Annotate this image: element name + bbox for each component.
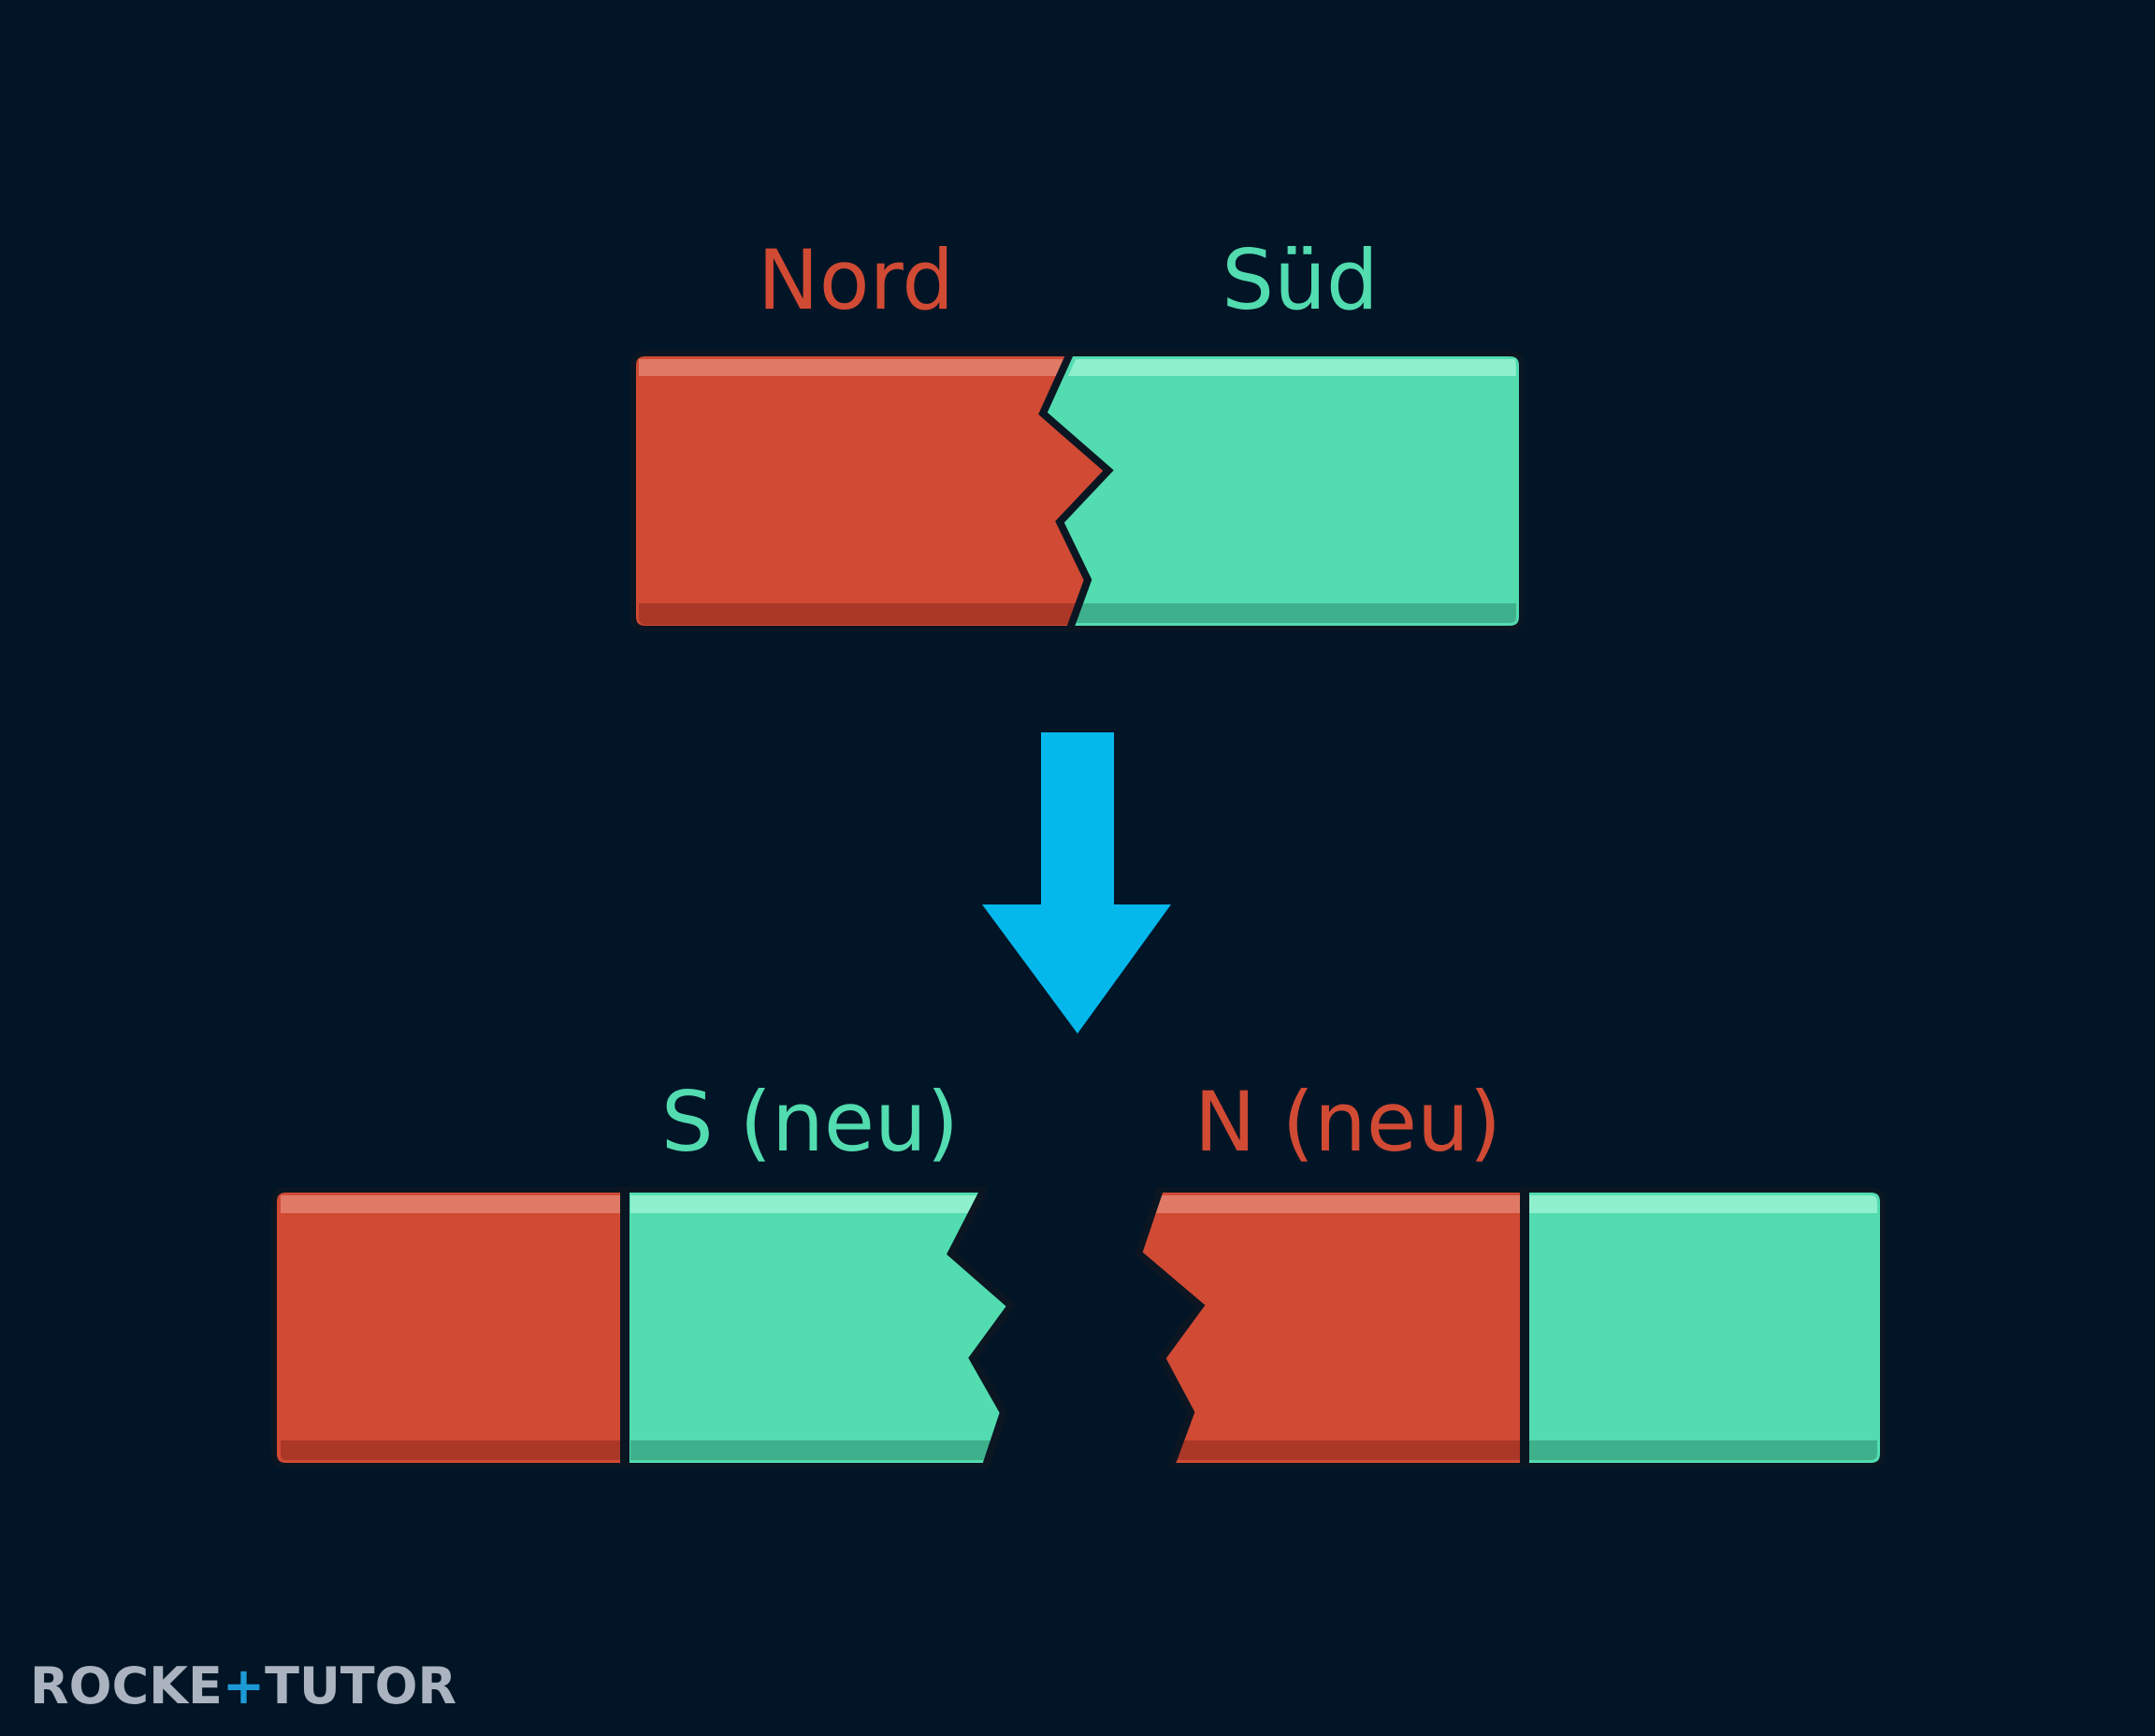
bottom-left-magnet-piece	[271, 1187, 1017, 1468]
brand-part3: R	[418, 1656, 457, 1715]
bottom-right-magnet-piece	[1134, 1187, 1886, 1468]
brand-logo: ROCKE+TUTOR	[30, 1656, 456, 1715]
label-s-neu: S (neu)	[661, 1074, 959, 1170]
label-n-neu: N (neu)	[1194, 1074, 1501, 1170]
brand-part1: ROCKE	[30, 1656, 223, 1715]
brand-plus: +	[223, 1656, 265, 1715]
top-magnet-north-half	[630, 351, 1111, 631]
brand-part2: TUTO	[265, 1656, 417, 1715]
top-magnet	[630, 351, 1525, 631]
top-magnet-south-half	[1040, 351, 1525, 631]
down-arrow-icon	[982, 732, 1171, 1034]
top-magnet-crack-line	[1038, 352, 1114, 630]
label-nord: Nord	[758, 232, 954, 328]
label-sued: Süd	[1222, 232, 1379, 328]
